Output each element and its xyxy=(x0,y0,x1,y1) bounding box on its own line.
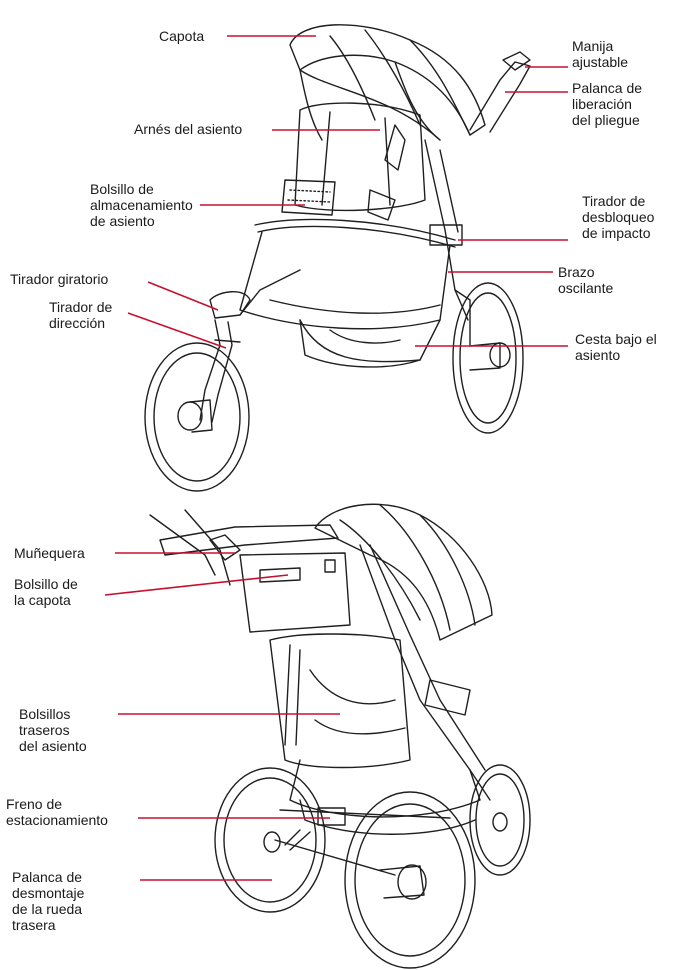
label-line: liberación xyxy=(572,96,632,112)
leader-lines xyxy=(104,35,568,881)
label-line: desmontaje xyxy=(12,885,85,901)
label-tirador-direccion: Tirador de dirección xyxy=(49,299,112,331)
leader-tirador-giratorio xyxy=(147,281,219,311)
label-line: almacenamiento xyxy=(90,197,193,213)
label-line: Bolsillos xyxy=(19,706,71,722)
label-bolsillo-almacenamiento: Bolsillo de almacenamiento de asiento xyxy=(90,181,193,229)
label-line: Brazo xyxy=(558,264,595,280)
label-freno-estacionamiento: Freno de estacionamiento xyxy=(6,796,108,828)
label-line: Bolsillo de xyxy=(90,181,154,197)
front-stroller-drawing xyxy=(144,24,531,492)
label-brazo-oscilante: Brazo oscilante xyxy=(558,264,613,296)
rear-stroller-drawing xyxy=(149,503,531,969)
label-line: desbloqueo xyxy=(582,209,655,225)
label-tirador-desbloqueo: Tirador de desbloqueo de impacto xyxy=(582,193,654,241)
label-line: Cesta bajo el xyxy=(575,331,657,347)
label-tirador-giratorio: Tirador giratorio xyxy=(10,271,109,287)
label-line: de asiento xyxy=(90,213,155,229)
label-line: la capota xyxy=(14,592,71,608)
label-palanca-liberacion-pliegue: Palanca de liberación del pliegue xyxy=(572,80,642,128)
label-capota: Capota xyxy=(159,28,205,44)
label-line: Manija xyxy=(572,38,614,54)
label-line: oscilante xyxy=(558,280,614,296)
label-bolsillos-traseros: Bolsillos traseros del asiento xyxy=(19,706,87,754)
leader-tirador-direccion xyxy=(127,312,227,349)
label-munequera: Muñequera xyxy=(14,545,85,561)
label-line: Palanca de xyxy=(12,869,83,885)
label-line: del asiento xyxy=(19,738,87,754)
label-line: Palanca de xyxy=(572,80,643,96)
label-manija-ajustable: Manija ajustable xyxy=(572,38,628,70)
label-line: del pliegue xyxy=(572,112,640,128)
label-line: Bolsillo de xyxy=(14,576,78,592)
label-bolsillo-capota: Bolsillo de la capota xyxy=(14,576,78,608)
label-line: trasera xyxy=(12,917,56,933)
label-palanca-desmontaje-rueda: Palanca de desmontaje de la rueda traser… xyxy=(12,869,84,933)
label-line: traseros xyxy=(19,722,70,738)
label-line: Freno de xyxy=(6,796,63,812)
label-line: Tirador de xyxy=(49,299,113,315)
label-line: de impacto xyxy=(582,225,651,241)
label-line: Tirador de xyxy=(582,193,646,209)
label-line: estacionamiento xyxy=(6,812,108,828)
leader-bolsillo-capota xyxy=(104,574,289,596)
label-line: dirección xyxy=(49,315,106,331)
label-arnes-asiento: Arnés del asiento xyxy=(134,121,243,137)
label-line: ajustable xyxy=(572,54,629,70)
label-line: de la rueda xyxy=(12,901,83,917)
label-cesta-bajo-asiento: Cesta bajo el asiento xyxy=(575,331,657,363)
label-line: asiento xyxy=(575,347,621,363)
